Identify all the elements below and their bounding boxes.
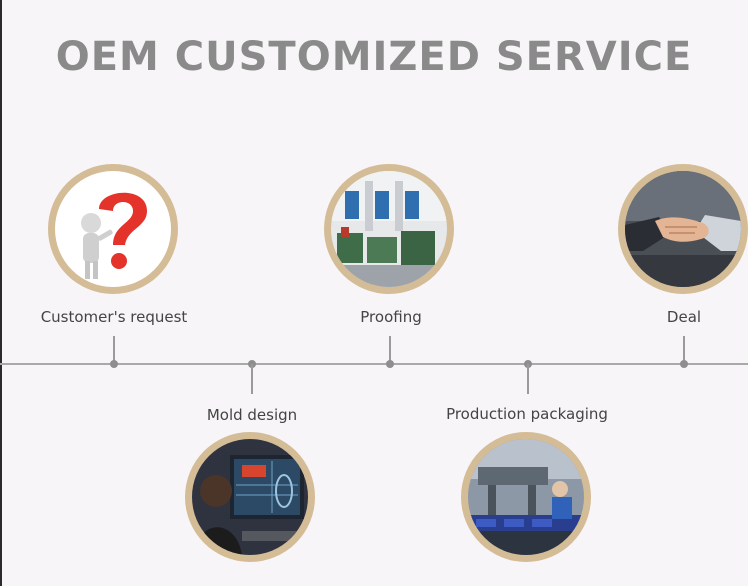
step-3-label: Proofing [360,308,422,326]
page-title: OEM CUSTOMIZED SERVICE [55,34,693,80]
step-1-dot [110,360,118,368]
step-3-dot [386,360,394,368]
left-edge-border [0,0,2,586]
factory-icon [331,171,447,287]
computer-design-icon [192,439,308,555]
step-3-stem [389,336,391,364]
step-3-circle [324,164,454,294]
step-1-circle [48,164,178,294]
step-2-circle [185,432,315,562]
step-5-label: Deal [666,308,702,326]
step-1-label: Customer's request [40,308,188,326]
step-2-label: Mold design [206,406,298,424]
step-5-dot [680,360,688,368]
question-person-icon [55,171,171,287]
handshake-icon [625,171,741,287]
step-1-stem [113,336,115,364]
timeline-line [0,363,748,365]
step-2-stem [251,364,253,394]
step-4-circle [461,432,591,562]
production-line-icon [468,439,584,555]
step-5-circle [618,164,748,294]
step-5-stem [683,336,685,364]
step-4-label: Production packaging [446,405,608,423]
step-4-stem [527,364,529,394]
